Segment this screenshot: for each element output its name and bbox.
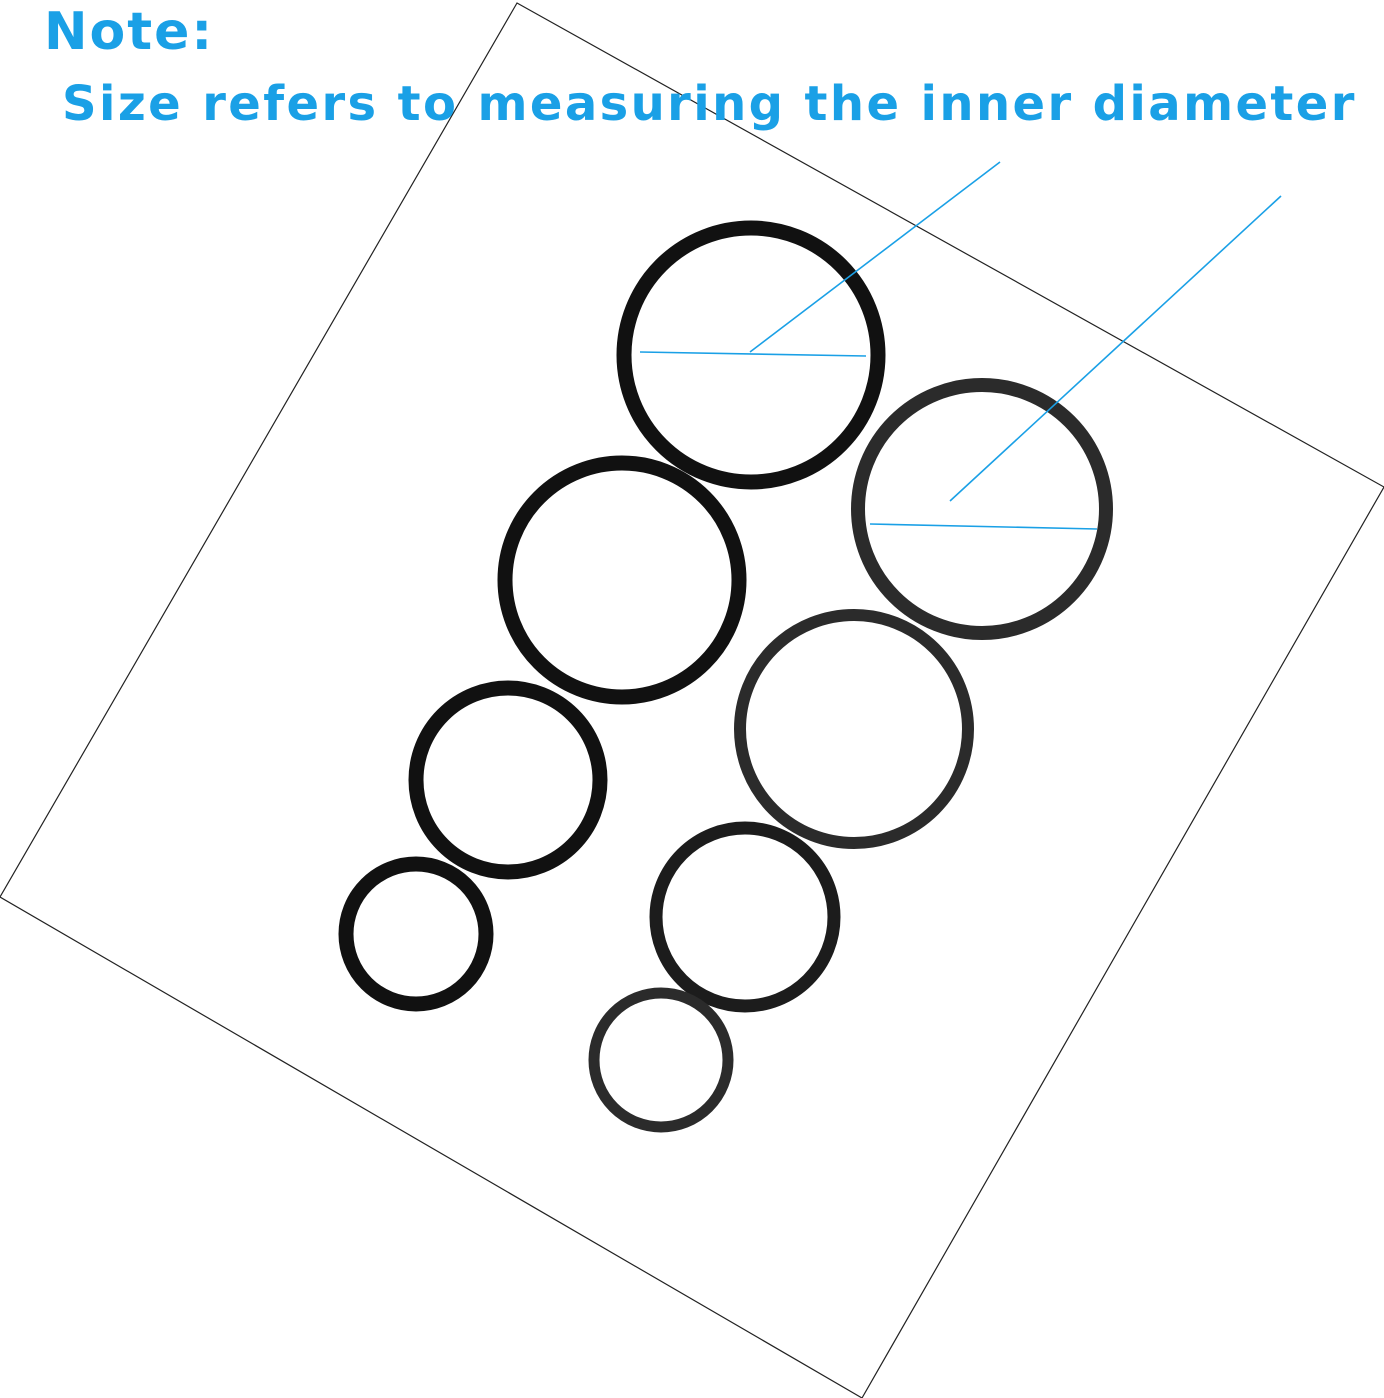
o-ring: [408, 680, 608, 880]
diameter-indicators: [639, 161, 1282, 530]
note-text: Size refers to measuring the inner diame…: [62, 76, 1357, 132]
o-ring: [338, 856, 494, 1012]
o-ring: [649, 821, 841, 1013]
o-ring: [734, 609, 974, 849]
note-title: Note:: [44, 2, 215, 62]
leader-line: [949, 195, 1282, 502]
o-ring: [851, 378, 1113, 640]
o-ring: [616, 220, 886, 490]
o-rings: [338, 220, 1113, 1133]
leader-line: [749, 161, 1001, 353]
o-ring: [588, 987, 734, 1133]
diameter-line: [639, 351, 867, 357]
o-ring: [497, 455, 747, 705]
diameter-line: [869, 523, 1098, 530]
